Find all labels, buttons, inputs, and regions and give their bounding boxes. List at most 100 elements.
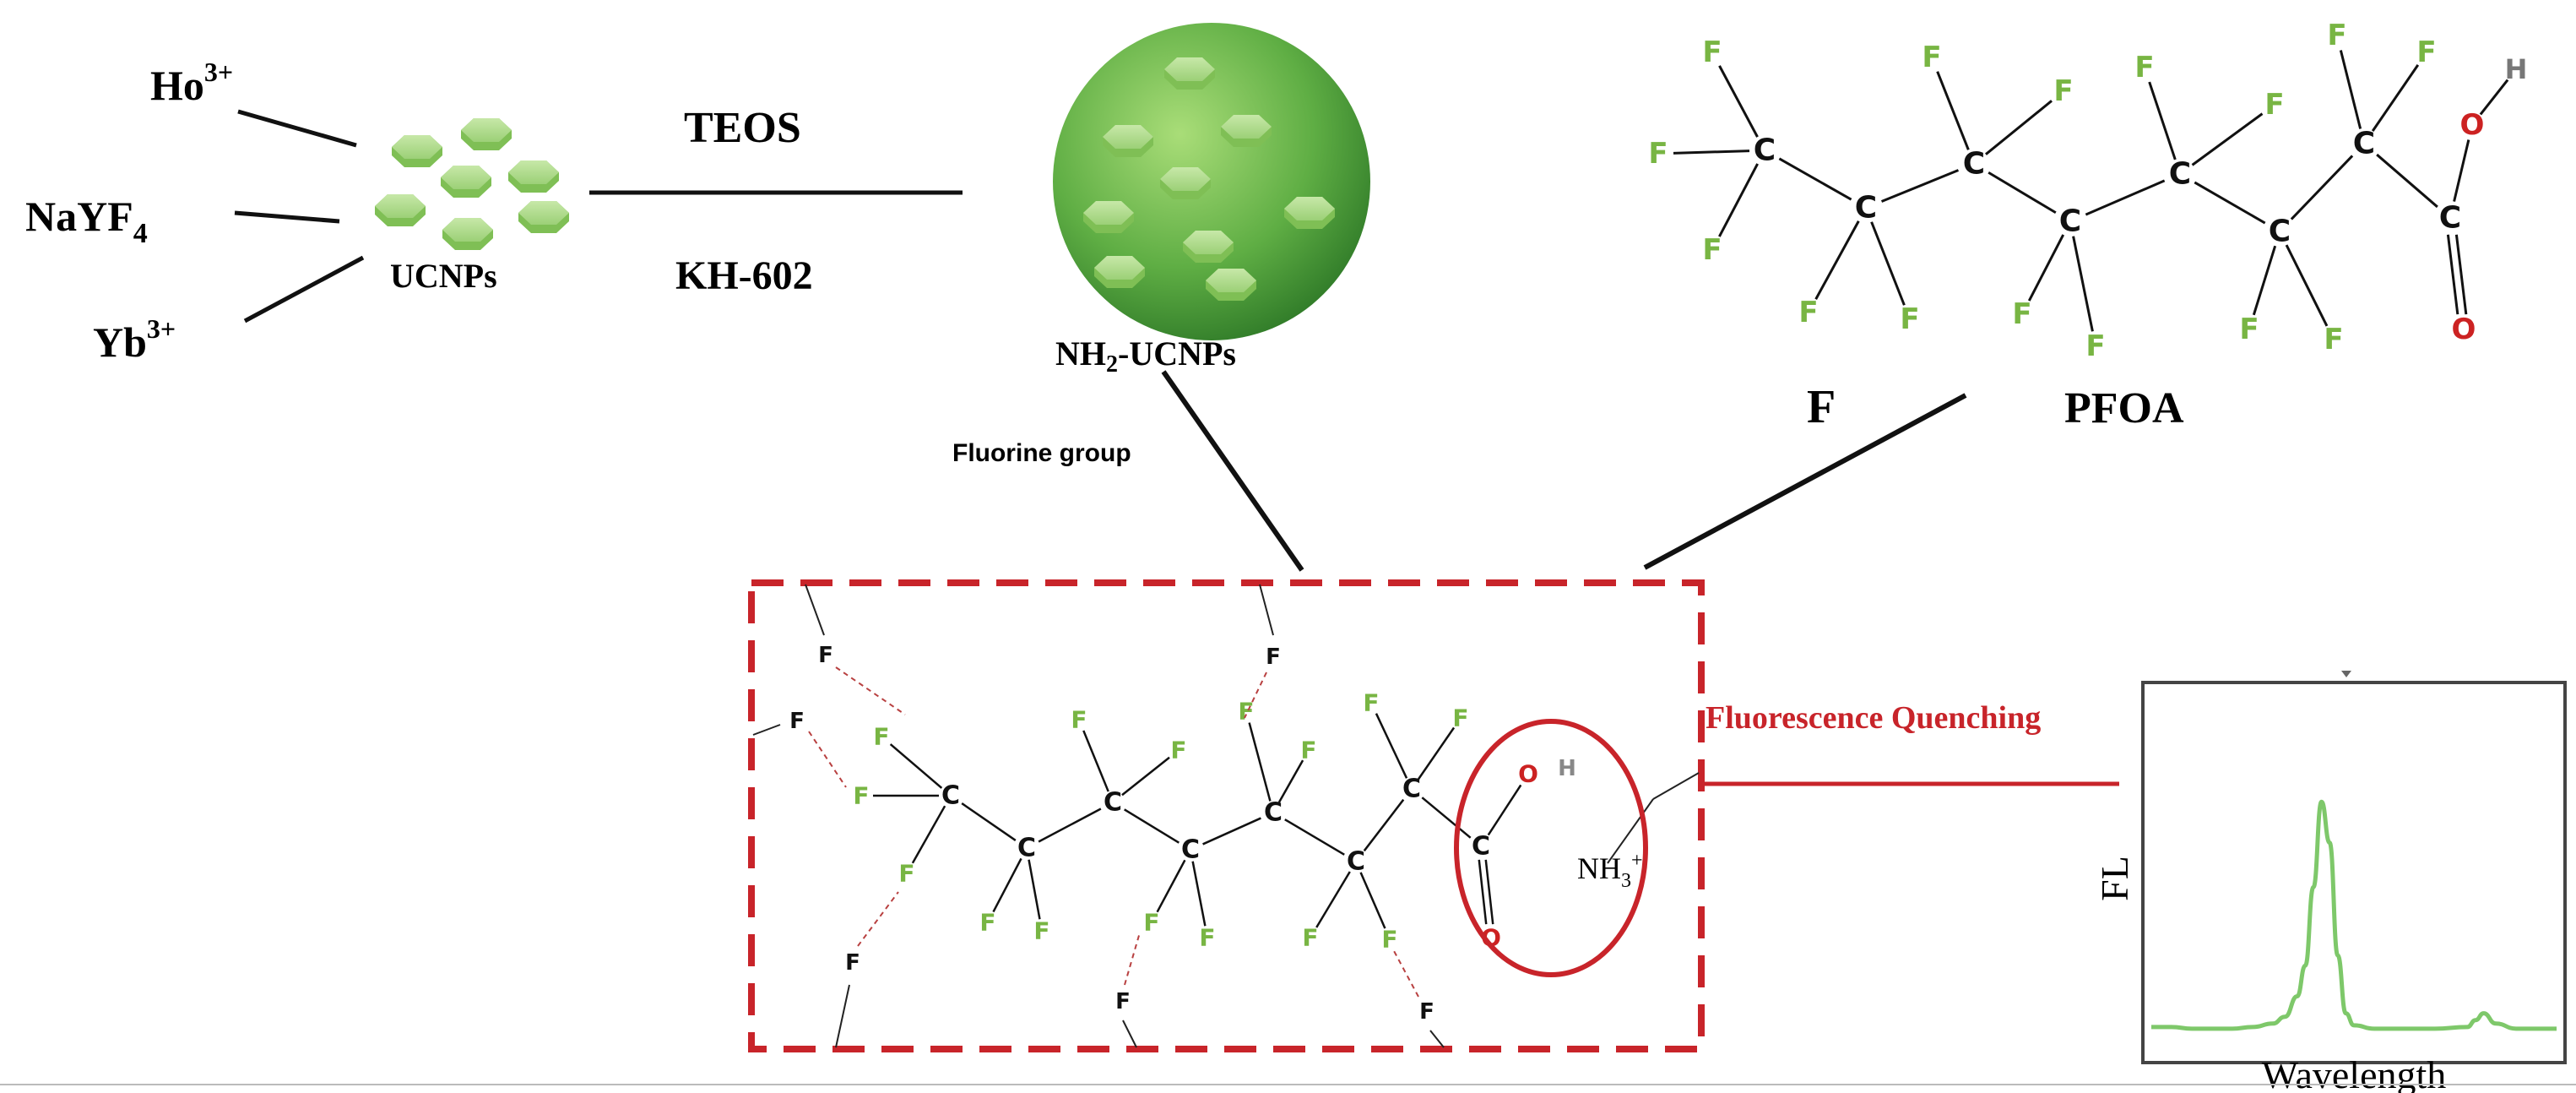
carbon-atom: C	[1104, 788, 1122, 818]
oxygen-atom: O	[2460, 108, 2485, 142]
c-c-bond	[2290, 155, 2354, 220]
tether-line	[835, 984, 850, 1048]
fl-spectrum-line	[2151, 799, 2557, 1031]
c-f-bond	[1718, 163, 1759, 237]
fluorine-atom: F	[1363, 689, 1379, 717]
c-c-bond	[1284, 818, 1345, 856]
fluorine-atom: F	[1238, 698, 1254, 726]
ion-yb-label: Yb3+	[93, 313, 176, 366]
fluorine-atom: F	[1702, 233, 1722, 267]
c-o-bond	[2453, 139, 2470, 202]
tether-line	[805, 584, 825, 636]
c-f-bond	[2285, 244, 2329, 327]
tether-line	[1429, 1030, 1445, 1048]
c-f-bond	[911, 805, 946, 864]
reaction-step: TEOS KH-602	[589, 104, 963, 298]
fluorine-atom: F	[979, 909, 995, 937]
ion-ho-label: Ho3+	[150, 57, 233, 109]
surface-fluorine-atom: F	[1115, 989, 1131, 1014]
hydrogen-bond-dashed	[808, 731, 847, 788]
hydrogen-bond-dashed	[1392, 949, 1419, 998]
fluorine-atom: F	[2085, 329, 2105, 363]
c-f-bond	[2191, 112, 2264, 166]
surface-fluorine-atom: F	[1266, 644, 1281, 670]
fluorine-atom: F	[1033, 917, 1049, 945]
c-f-bond	[1156, 859, 1186, 913]
yb-bond-line	[243, 255, 365, 324]
c-f-bond	[1814, 220, 1860, 300]
fluorine-atom: F	[1900, 302, 1919, 336]
carbon-atom: C	[1754, 133, 1776, 168]
carbon-atom: C	[941, 781, 960, 811]
fluorine-atom: F	[2264, 88, 2284, 122]
nh2-ucnps-particle: NH2-UCNPs	[1053, 23, 1370, 378]
c-f-bond	[1375, 713, 1408, 779]
c-o-double-bond	[2446, 234, 2459, 315]
c-o-double-bond	[1484, 859, 1494, 925]
tether-line	[1122, 1020, 1137, 1048]
c-f-bond	[1417, 726, 1456, 780]
c-c-bond	[1880, 169, 1960, 203]
fluorine-atom: F	[898, 860, 914, 888]
nh3-plus-label: NH3+	[1577, 850, 1643, 892]
c-f-bond	[2072, 236, 2094, 332]
fluorine-atom: F	[853, 782, 869, 810]
tether-line	[1259, 584, 1274, 636]
fluorine-atom: F	[1381, 926, 1397, 954]
c-c-bond	[1778, 157, 1852, 201]
fluorine-atom: F	[1702, 35, 1722, 69]
y-axis-label: FL	[2093, 856, 2136, 901]
surface-fluorine-atom: F	[789, 709, 805, 734]
fluorescence-quenching-label: Fluorescence Quenching	[1706, 700, 2041, 736]
c-c-bond	[2376, 153, 2438, 209]
ucnp-hexagon-cluster	[375, 118, 569, 250]
carbon-atom: C	[2439, 201, 2461, 236]
c-o-double-bond	[2454, 234, 2468, 315]
carbon-atom: C	[2269, 215, 2291, 249]
fluorine-group-label: Fluorine group	[952, 439, 1131, 467]
nh2-ucnps-label: NH2-UCNPs	[1055, 334, 1236, 378]
carbon-atom: C	[2169, 157, 2191, 192]
surface-fluorine-atom: F	[818, 643, 833, 668]
fluorine-atom: F	[1199, 924, 1215, 952]
c-c-bond	[1124, 808, 1180, 844]
c-f-bond	[1191, 861, 1207, 927]
c-f-bond	[1936, 71, 1970, 150]
fluorine-atom: F	[2134, 51, 2154, 84]
host-nayf4-label: NaYF4	[25, 193, 148, 249]
fluorine-atom: F	[2239, 313, 2259, 346]
fluorine-atom: F	[1302, 924, 1318, 952]
c-f-bond	[1673, 150, 1750, 155]
c-c-bond	[2085, 179, 2166, 216]
ho-bond-line	[237, 109, 357, 148]
carbon-atom: C	[1264, 798, 1283, 828]
c-c-bond	[1363, 798, 1405, 852]
reagent-teos-label: TEOS	[684, 104, 801, 152]
carbon-atom: C	[1181, 835, 1200, 865]
carbon-atom: C	[1472, 832, 1490, 862]
c-c-bond	[961, 802, 1017, 841]
hydrogen-atom: H	[1558, 756, 1576, 781]
c-o-bond	[1487, 784, 1522, 836]
fluorine-atom: F	[1452, 704, 1468, 732]
c-f-bond	[889, 743, 943, 789]
fluorine-atom: F	[1922, 41, 1941, 74]
fluorine-atom: F	[2327, 19, 2346, 52]
oxygen-atom: O	[1518, 760, 1538, 788]
c-c-bond	[1988, 171, 2057, 215]
c-c-bond	[1202, 817, 1261, 846]
fluorine-atom: F	[873, 723, 889, 751]
pfoa-to-box-line	[1643, 393, 1967, 570]
carbon-atom: C	[1347, 847, 1365, 877]
fluorine-atom: F	[1798, 296, 1818, 329]
c-f-bond	[2148, 81, 2177, 160]
c-f-bond	[1121, 756, 1170, 797]
amine-tether-line	[1652, 772, 1700, 800]
oxygen-atom: O	[1481, 924, 1501, 952]
x-axis-label: Wavelength	[2262, 1053, 2447, 1093]
ucnps-label: UCNPs	[390, 257, 497, 295]
fluorine-atom: F	[2324, 323, 2343, 356]
chart-top-tick-icon	[2341, 671, 2351, 677]
